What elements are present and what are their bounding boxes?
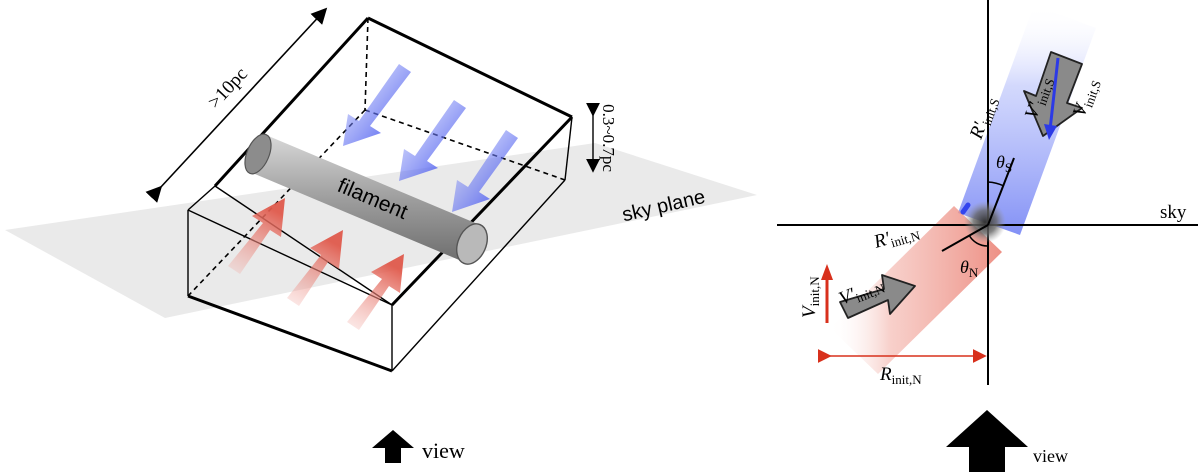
sky-axis-label: sky [1160,202,1187,223]
red-arrow-3 [347,254,404,330]
blue-arrow-1 [343,64,411,146]
theta-n-arc [968,234,989,247]
blue-arrows-top [343,64,518,212]
north-velocity-arrow [839,274,916,319]
box-edges [187,16,574,373]
south-band [958,5,1096,235]
blue-arrow-3 [452,130,518,212]
right-view-label: view [1033,446,1068,466]
theta-n-label: θN [960,257,979,280]
theta-n-ray [941,224,989,252]
south-v-arrow [1048,57,1060,131]
blue-arrow-2 [399,100,466,181]
north-v-label: Vinit,N [799,276,822,318]
red-arrow-1 [228,198,285,274]
length-label: >10pc [204,64,252,113]
north-r-prime-label: R′init,N [871,220,923,255]
view-arrow-large-icon [946,410,1028,472]
theta-s-arc [987,181,1005,187]
north-r-label: Rinit,N [879,364,922,387]
red-arrow-2 [287,230,343,306]
view-arrow-icon [372,430,414,463]
right-panel: sky θS θN V′init,S Vinit,S R′init,S [777,0,1198,472]
north-band [830,206,1002,374]
theta-s-ray [987,157,1015,226]
theta-s-label: θS [996,152,1012,175]
red-arrows-bottom [228,198,404,330]
length-dimension [145,7,328,203]
sky-plane [5,143,757,318]
left-panel: filament >10pc 0.3~0.7pc sky plane view [5,7,757,463]
thickness-label: 0.3~0.7pc [599,104,618,172]
left-view-label: view [422,438,465,463]
